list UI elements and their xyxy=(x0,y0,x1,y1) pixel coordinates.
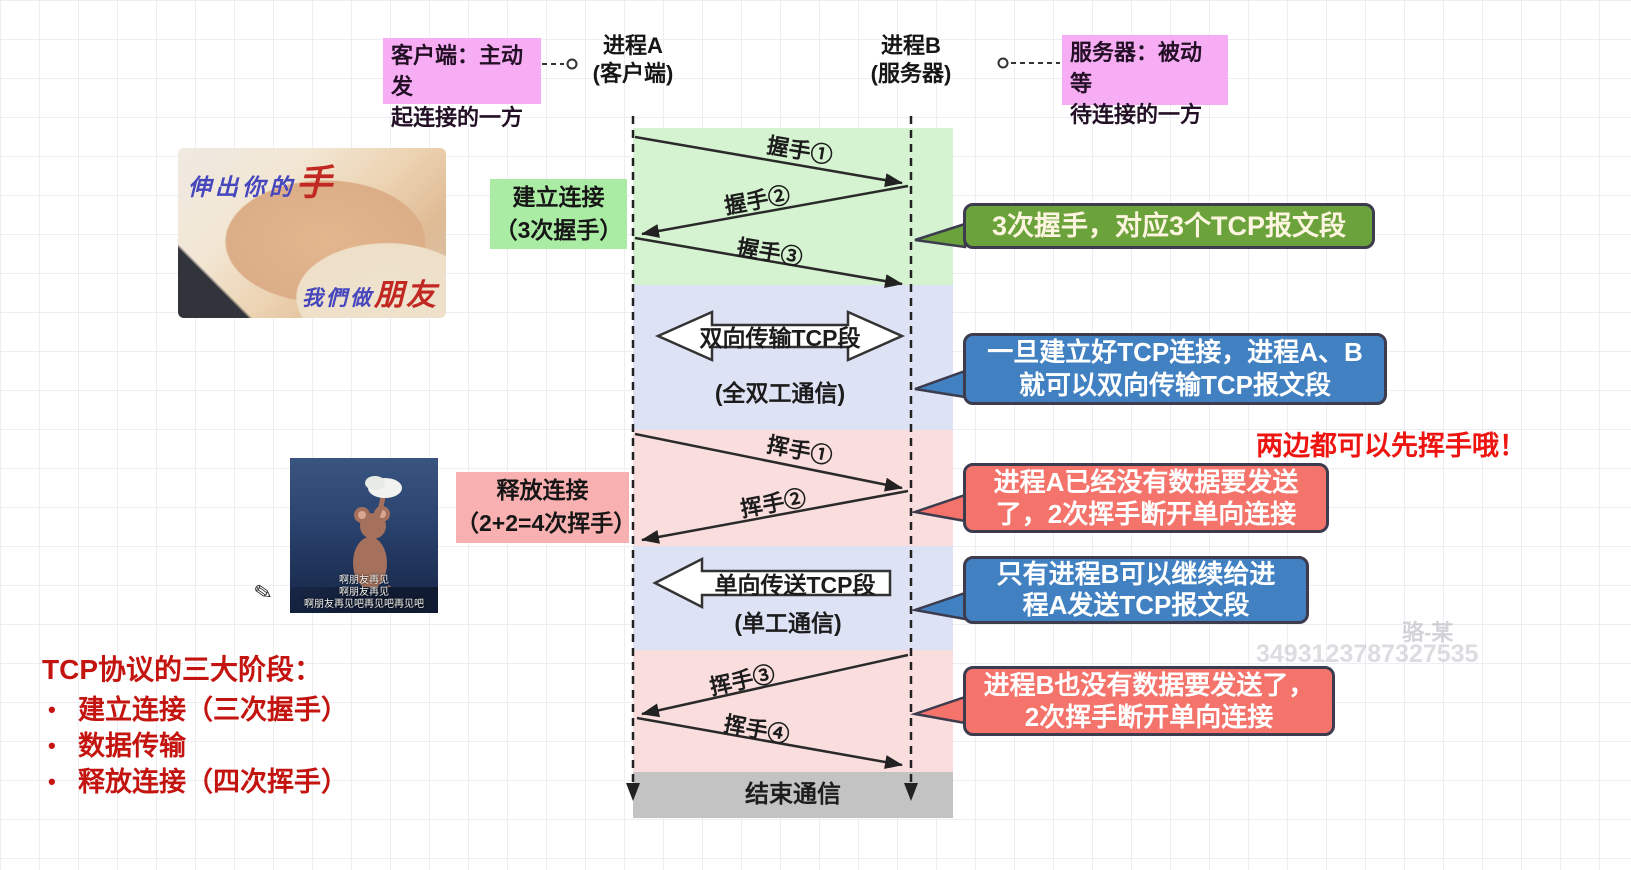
process-b-label: 进程B (服务器) xyxy=(870,33,952,86)
cartoon-floor xyxy=(290,587,438,613)
handshake1-label: 握手① xyxy=(765,132,835,169)
both-sides-note: 两边都可以先挥手哦！ xyxy=(1256,431,1526,461)
summary-item-text: 释放连接（四次挥手） xyxy=(78,767,348,797)
simplex-left-arrow xyxy=(652,556,892,610)
watermark-name: 骆-某 xyxy=(1402,620,1454,645)
wave2-arrow xyxy=(641,489,909,544)
pencil-icon: ✎ xyxy=(251,578,275,607)
client-role-note: 客户端：主动发 起连接的一方 xyxy=(383,38,541,130)
wave4-label: 挥手④ xyxy=(721,711,792,748)
handshake2-arrow xyxy=(641,184,909,238)
simplex-arrow-label: 单向传送TCP段 xyxy=(714,572,876,598)
wave1-arrow xyxy=(634,432,903,492)
wave3-arrow xyxy=(641,653,909,718)
watermark-number: 3493123787327535 xyxy=(1256,640,1479,668)
summary-item-transfer: • 数据传输 xyxy=(48,724,186,763)
cartoon-photo: 啊朋友再见 啊朋友再见 啊朋友再见吧再见吧再见吧 xyxy=(290,458,438,613)
summary-item-text: 数据传输 xyxy=(78,731,186,761)
establish-phase-label: 建立连接 （3次握手） xyxy=(490,179,627,249)
hands-photo: 伸出你的手 我們做朋友 xyxy=(178,148,446,318)
release-phase-label: 释放连接 （2+2=4次挥手） xyxy=(456,472,636,543)
callout-handshake-summary: 3次握手，对应3个TCP报文段 xyxy=(963,203,1375,249)
cartoon-subtitle-line: 啊朋友再见 xyxy=(339,575,389,586)
bullet-dot: • xyxy=(48,697,56,722)
callout-process-a-done: 进程A已经没有数据要发送 了，2次挥手断开单向连接 xyxy=(963,463,1329,533)
band-duplex-transfer xyxy=(633,285,953,430)
duplex-double-arrow xyxy=(654,310,906,362)
handshake2-label: 握手② xyxy=(722,182,793,219)
wave2-label: 挥手② xyxy=(738,485,809,522)
summary-title: TCP协议的三大阶段： xyxy=(42,654,323,685)
client-connector-dot xyxy=(566,58,578,70)
handshake1-arrow xyxy=(634,135,903,188)
server-connector-dot xyxy=(997,57,1009,69)
summary-item-release: • 释放连接（四次挥手） xyxy=(48,760,348,799)
hands-caption-top: 伸出你的手 xyxy=(188,163,333,203)
cartoon-subtitles: 啊朋友再见 啊朋友再见 啊朋友再见吧再见吧再见吧 xyxy=(290,575,438,611)
handshake3-label: 握手③ xyxy=(735,234,805,271)
cartoon-mouse-drawing xyxy=(353,476,402,591)
process-a-label: 进程A (客户端) xyxy=(592,33,674,86)
summary-item-establish: • 建立连接（三次握手） xyxy=(48,688,348,727)
summary-item-text: 建立连接（三次握手） xyxy=(78,695,348,725)
callout-process-b-done: 进程B也没有数据要发送了， 2次挥手断开单向连接 xyxy=(963,666,1335,736)
hands-caption-bottom-accent: 朋友 xyxy=(374,279,438,312)
duplex-note-label: (全双工通信) xyxy=(714,380,846,406)
wave1-label: 挥手① xyxy=(764,431,835,470)
wave4-arrow xyxy=(636,716,903,769)
callout-simplex-explain: 只有进程B可以继续给进 程A发送TCP报文段 xyxy=(963,556,1309,624)
end-communication-box: 结束通信 xyxy=(633,772,953,818)
server-role-note: 服务器：被动等 待连接的一方 xyxy=(1062,35,1228,127)
simplex-note-label: (单工通信) xyxy=(734,610,842,636)
bullet-dot: • xyxy=(48,769,56,794)
band-release-wave-3-4 xyxy=(633,650,953,772)
hands-caption-bottom: 我們做朋友 xyxy=(302,279,438,312)
wave3-label: 挥手③ xyxy=(707,661,778,700)
duplex-arrow-label: 双向传输TCP段 xyxy=(699,325,861,351)
callout-duplex-explain: 一旦建立好TCP连接，进程A、B 就可以双向传输TCP报文段 xyxy=(963,333,1387,405)
hands-caption-top-accent: 手 xyxy=(296,163,333,203)
bullet-dot: • xyxy=(48,733,56,758)
cartoon-subtitle-line: 啊朋友再见 xyxy=(339,587,389,598)
handshake3-arrow xyxy=(634,236,903,289)
cartoon-subtitle-line: 啊朋友再见吧再见吧再见吧 xyxy=(304,599,424,610)
